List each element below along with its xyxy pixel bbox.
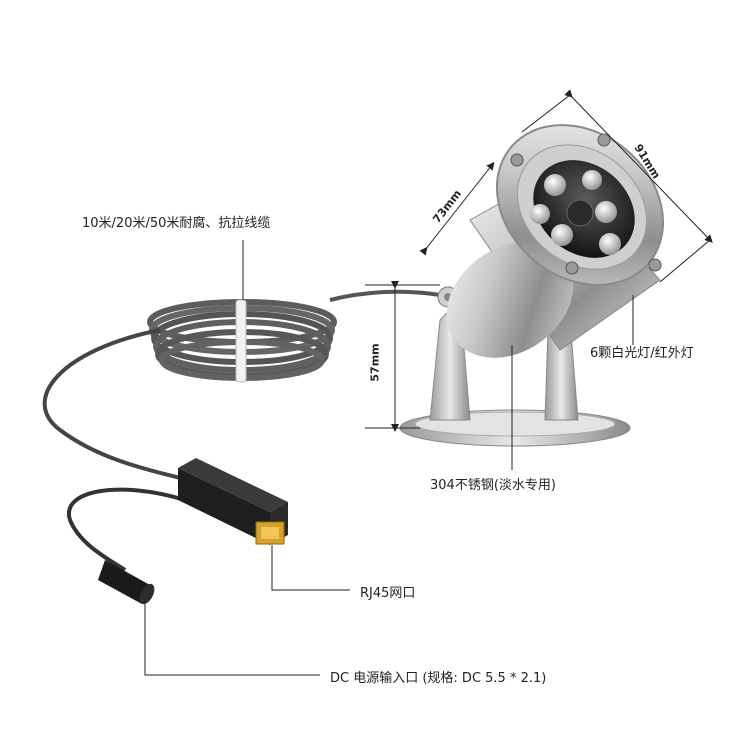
led-icon — [551, 224, 573, 246]
material-label: 304不锈钢(淡水专用) — [430, 478, 556, 493]
dimension-lines — [365, 89, 713, 432]
dc-plug — [98, 560, 155, 605]
lamp-housing — [446, 124, 665, 358]
cable-to-adapter — [42, 328, 181, 480]
rj45-label: RJ45网口 — [360, 586, 416, 601]
height-label: 57mm — [368, 343, 382, 382]
dc-cable — [66, 487, 186, 572]
cable-coil — [147, 299, 337, 383]
rj45-adapter — [178, 458, 288, 545]
led-icon — [595, 201, 617, 223]
cable-to-lamp — [329, 289, 441, 302]
cable-label: 10米/20米/50米耐腐、抗拉线缆 — [82, 216, 271, 231]
led-icon — [544, 174, 566, 196]
led-icon — [599, 233, 621, 255]
led-icon — [582, 170, 602, 190]
led-icon — [530, 204, 550, 224]
leader-lines — [144, 240, 634, 676]
dc-label: DC 电源输入口 (规格: DC 5.5 * 2.1) — [330, 671, 547, 686]
cable-tie — [235, 299, 247, 383]
camera-lens-icon — [566, 199, 594, 227]
leds-label: 6颗白光灯/红外灯 — [590, 346, 694, 361]
